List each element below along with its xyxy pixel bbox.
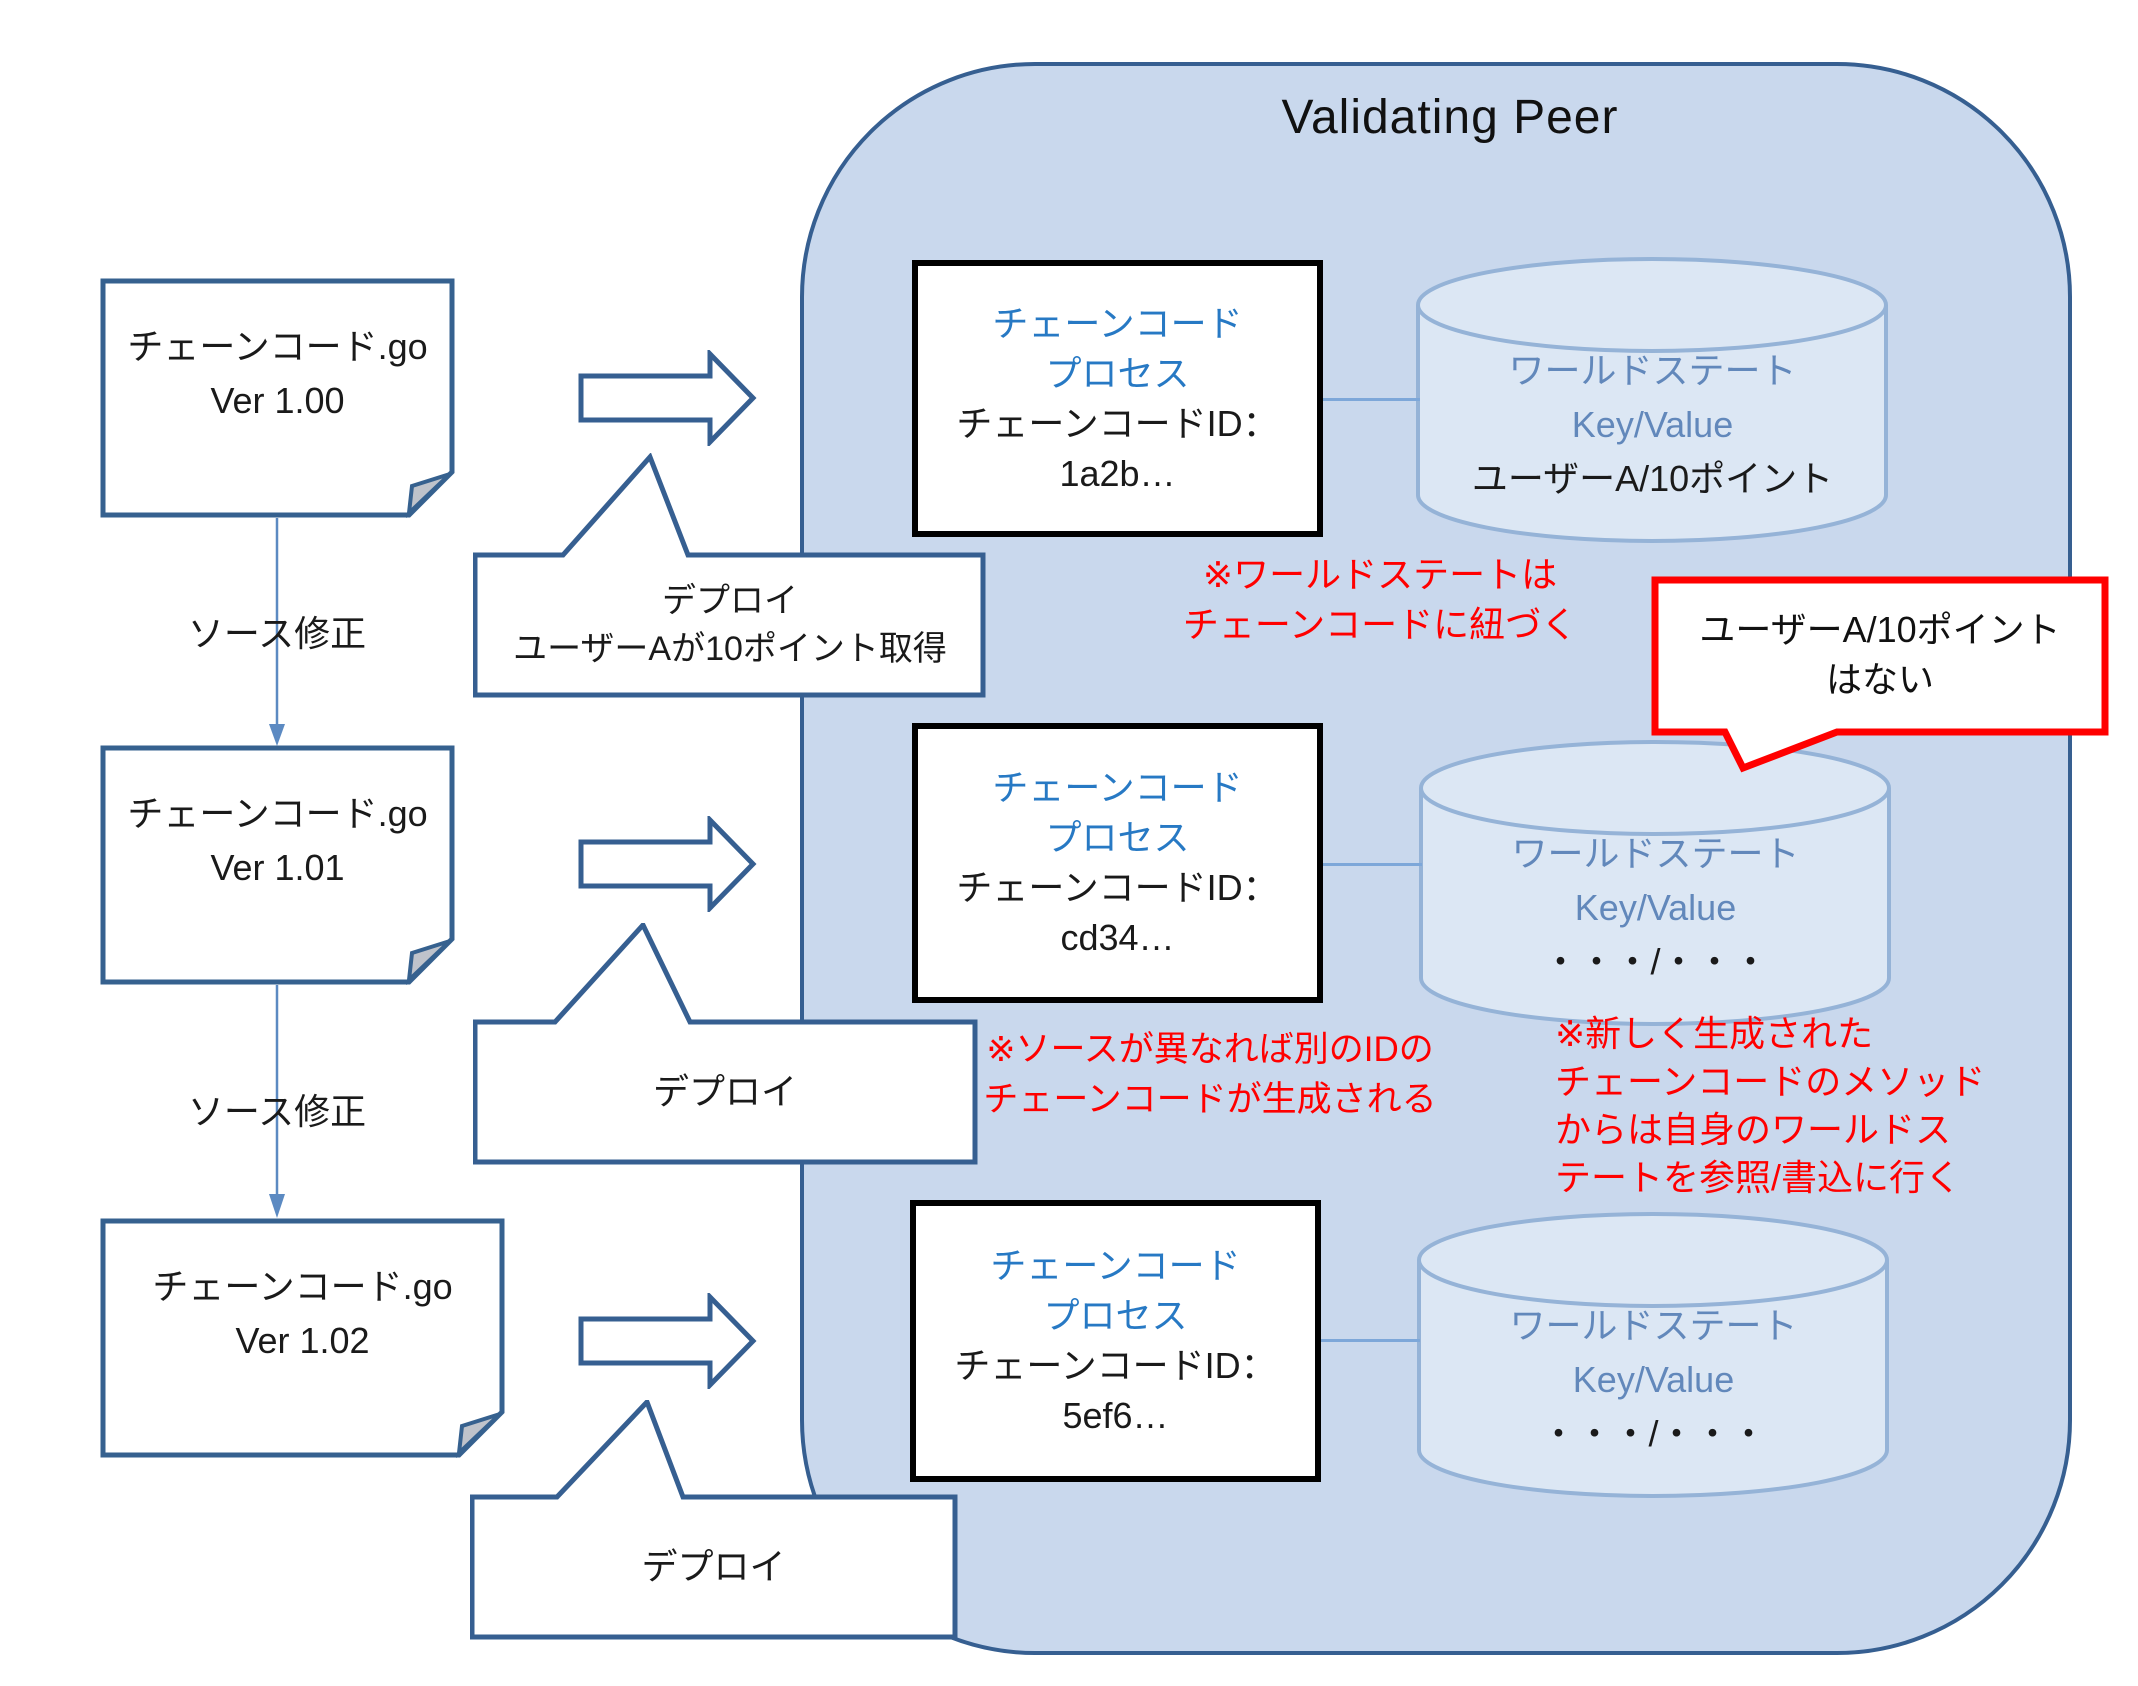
worldstate-text-3: ワールドステート Key/Value ・・・/・・・ bbox=[1416, 1285, 1891, 1475]
worldstate-text-2: ワールドステート Key/Value ・・・/・・・ bbox=[1418, 813, 1893, 1003]
folded-corner-icon bbox=[406, 939, 452, 985]
document-name: チェーンコード.go bbox=[127, 326, 428, 367]
connector-line-3 bbox=[1318, 1339, 1420, 1342]
connector-line-1 bbox=[1320, 398, 1420, 401]
process-id-value: cd34… bbox=[1060, 917, 1175, 958]
note-line: チェーンコードに紐づく bbox=[1182, 604, 1578, 645]
deploy-block-arrow-2 bbox=[578, 816, 757, 912]
process-id-label: チェーンコードID： bbox=[956, 867, 1279, 908]
note-method: ※新しく生成された チェーンコードのメソッド からは自身のワールドス テートを参… bbox=[1555, 1010, 2045, 1202]
document-version: Ver 1.01 bbox=[210, 847, 345, 888]
alert-line: はない bbox=[1825, 659, 1934, 700]
process-id-value: 1a2b… bbox=[1059, 452, 1176, 494]
process-title-line: チェーンコード bbox=[990, 1245, 1241, 1286]
alert-bubble-shape bbox=[1651, 576, 2109, 773]
validating-peer-title: Validating Peer bbox=[1281, 91, 1619, 144]
alert-bubble-text: ユーザーA/10ポイント はない bbox=[1655, 580, 2105, 730]
worldstate-title: ワールドステート bbox=[1509, 1305, 1798, 1346]
folded-corner-icon bbox=[456, 1412, 502, 1458]
deploy-callout-shape-1 bbox=[473, 453, 986, 698]
process-id-label: チェーンコードID： bbox=[956, 402, 1279, 444]
arrowhead-icon bbox=[269, 724, 285, 746]
folded-corner-icon bbox=[406, 472, 452, 518]
alert-line: ユーザーA/10ポイント bbox=[1699, 609, 2061, 650]
note-source-id: ※ソースが異なれば別のIDの チェーンコードが生成される bbox=[975, 1025, 1445, 1125]
process-title-line: チェーンコード bbox=[992, 302, 1243, 344]
worldstate-keyvalue: Key/Value bbox=[1572, 1359, 1735, 1400]
worldstate-keyvalue: Key/Value bbox=[1574, 887, 1737, 928]
document-shape-1 bbox=[100, 278, 455, 518]
document-text-3: チェーンコード.go Ver 1.02 bbox=[100, 1260, 505, 1368]
document-shape-2 bbox=[100, 745, 455, 985]
process-id-label: チェーンコードID： bbox=[954, 1345, 1277, 1386]
process-title-line: プロセス bbox=[1045, 352, 1190, 394]
note-line: テートを参照/書込に行く bbox=[1555, 1157, 1962, 1198]
worldstate-value: ・・・/・・・ bbox=[1540, 1413, 1767, 1454]
source-edit-label-1: ソース修正 bbox=[187, 613, 367, 654]
deploy-detail: ユーザーAが10ポイント取得 bbox=[513, 630, 947, 668]
note-worldstate: ※ワールドステートは チェーンコードに紐づく bbox=[1140, 550, 1620, 650]
note-line: ※ワールドステートは bbox=[1202, 554, 1558, 595]
deploy-block-arrow-3 bbox=[578, 1293, 757, 1389]
source-edit-arrow-1 bbox=[269, 518, 285, 746]
process-title-line: プロセス bbox=[1045, 817, 1190, 858]
connector-line-2 bbox=[1318, 863, 1422, 866]
note-line: ※ソースが異なれば別のIDの bbox=[986, 1030, 1434, 1069]
document-text-2: チェーンコード.go Ver 1.01 bbox=[100, 787, 455, 895]
note-line: からは自身のワールドス bbox=[1555, 1109, 1952, 1150]
arrowhead-icon bbox=[269, 1194, 285, 1218]
deploy-label: デプロイ bbox=[652, 1071, 797, 1112]
deploy-label: デプロイ bbox=[662, 582, 798, 620]
document-name: チェーンコード.go bbox=[127, 793, 428, 834]
worldstate-cylinder-2 bbox=[1419, 740, 1891, 1026]
deploy-callout-text-3: デプロイ bbox=[472, 1499, 955, 1635]
chaincode-process-box-2: チェーンコード プロセス チェーンコードID： cd34… bbox=[912, 723, 1323, 1003]
process-title-line: チェーンコード bbox=[992, 767, 1243, 808]
document-shape-3 bbox=[100, 1218, 505, 1458]
deploy-callout-text-1: デプロイ ユーザーAが10ポイント取得 bbox=[475, 557, 985, 693]
worldstate-value: ・・・/・・・ bbox=[1542, 941, 1769, 982]
note-line: ※新しく生成された bbox=[1555, 1013, 1874, 1054]
chaincode-process-box-3: チェーンコード プロセス チェーンコードID： 5ef6… bbox=[910, 1200, 1321, 1482]
document-version: Ver 1.00 bbox=[210, 380, 345, 421]
deploy-label: デプロイ bbox=[641, 1546, 786, 1587]
worldstate-keyvalue: Key/Value bbox=[1571, 404, 1734, 445]
deploy-callout-shape-2 bbox=[473, 923, 978, 1165]
worldstate-cylinder-1 bbox=[1416, 257, 1888, 543]
source-edit-arrow-2 bbox=[269, 985, 285, 1218]
source-edit-label-2: ソース修正 bbox=[187, 1091, 367, 1132]
worldstate-value: ユーザーA/10ポイント bbox=[1471, 458, 1834, 499]
process-id-value: 5ef6… bbox=[1062, 1395, 1169, 1436]
deploy-callout-text-2: デプロイ bbox=[475, 1024, 975, 1160]
document-name: チェーンコード.go bbox=[152, 1266, 453, 1307]
process-title-line: プロセス bbox=[1043, 1295, 1188, 1336]
note-line: チェーンコードが生成される bbox=[983, 1080, 1437, 1119]
worldstate-title: ワールドステート bbox=[1508, 350, 1797, 391]
note-line: チェーンコードのメソッド bbox=[1555, 1061, 1986, 1102]
worldstate-cylinder-3 bbox=[1417, 1212, 1889, 1498]
deploy-block-arrow-1 bbox=[578, 350, 757, 446]
deploy-callout-shape-3 bbox=[470, 1400, 958, 1640]
document-version: Ver 1.02 bbox=[235, 1320, 370, 1361]
worldstate-title: ワールドステート bbox=[1511, 833, 1800, 874]
document-text-1: チェーンコード.go Ver 1.00 bbox=[100, 320, 455, 428]
chaincode-process-box-1: チェーンコード プロセス チェーンコードID： 1a2b… bbox=[912, 260, 1323, 537]
worldstate-text-1: ワールドステート Key/Value ユーザーA/10ポイント bbox=[1415, 330, 1890, 520]
